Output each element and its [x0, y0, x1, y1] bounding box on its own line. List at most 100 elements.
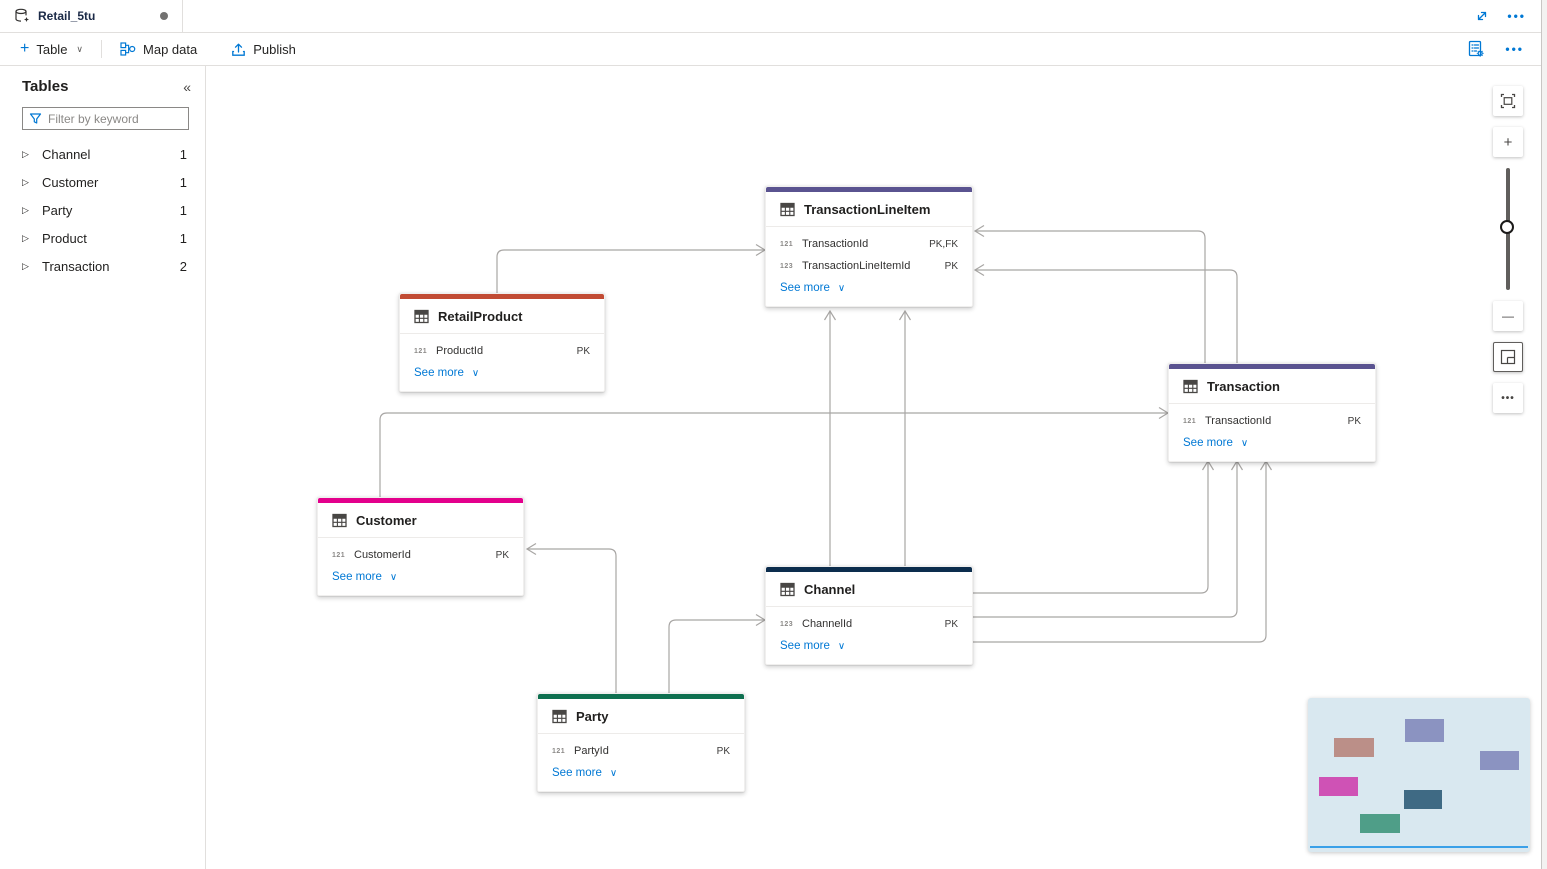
entity-title: Party	[576, 709, 609, 724]
filter-funnel-icon	[29, 113, 42, 124]
connector-channel-to-transaction	[973, 461, 1267, 643]
numeric-type-icon: 123	[780, 262, 794, 270]
entity-title: RetailProduct	[438, 309, 523, 324]
table-name: Channel	[42, 146, 91, 162]
zoom-out-button[interactable]: —	[1493, 301, 1523, 331]
table-count: 1	[179, 202, 187, 218]
arrowhead-icon	[755, 613, 767, 627]
see-more-link[interactable]: See more ∨	[780, 640, 846, 652]
column-row: 121 TransactionId PK	[1169, 410, 1375, 432]
arrowhead-icon	[823, 309, 837, 321]
table-name: Transaction	[42, 258, 110, 274]
minimap-rect-party	[1360, 814, 1400, 833]
expander-chevron-icon[interactable]: ▷	[22, 232, 29, 243]
zoom-slider-thumb[interactable]	[1500, 220, 1514, 234]
entity-body: 121 PartyId PK See more ∨	[538, 734, 744, 791]
publish-label: Publish	[253, 41, 296, 57]
see-more-link[interactable]: See more ∨	[1183, 437, 1249, 449]
column-name: TransactionLineItemId	[802, 260, 911, 272]
entity-color-bar	[766, 187, 972, 192]
key-badge: PK	[1347, 415, 1361, 427]
expander-chevron-icon[interactable]: ▷	[22, 260, 29, 271]
collapse-panel-icon[interactable]: «	[183, 78, 191, 95]
numeric-type-icon: 121	[414, 347, 428, 355]
entity-card-customer[interactable]: Customer 121 CustomerId PK See more ∨	[317, 497, 524, 596]
chevron-down-icon: ∨	[1240, 437, 1249, 449]
tab-retail-model[interactable]: Retail_5tu	[0, 0, 183, 32]
chevron-down-icon: ∨	[389, 571, 398, 583]
column-row: 121 ProductId PK	[400, 340, 604, 362]
connector-party-to-customer	[527, 548, 617, 693]
column-name: CustomerId	[354, 549, 411, 561]
arrowhead-icon	[525, 542, 537, 556]
plus-icon: +	[20, 40, 30, 57]
minimap-toggle-button[interactable]	[1493, 342, 1523, 372]
tables-panel-title: Tables	[22, 78, 69, 95]
entity-color-bar	[400, 294, 604, 299]
arrowhead-icon	[898, 309, 912, 321]
column-row: 121 CustomerId PK	[318, 544, 523, 566]
zoom-slider[interactable]	[1493, 168, 1523, 290]
entity-body: 123 ChannelId PK See more ∨	[766, 607, 972, 664]
filter-input-wrapper	[22, 107, 189, 130]
entity-card-channel[interactable]: Channel 123 ChannelId PK See more ∨	[765, 566, 973, 665]
publish-button[interactable]: Publish	[227, 42, 300, 57]
entity-card-transaction[interactable]: Transaction 121 TransactionId PK See mor…	[1168, 363, 1376, 462]
entity-card-retailproduct[interactable]: RetailProduct 121 ProductId PK See more …	[399, 293, 605, 392]
map-data-button[interactable]: Map data	[116, 41, 201, 57]
unsaved-changes-dot	[160, 12, 168, 20]
tab-more-icon[interactable]: •••	[1507, 9, 1526, 23]
entity-card-transactionlineitem[interactable]: TransactionLineItem 121 TransactionId PK…	[765, 186, 973, 307]
expander-chevron-icon[interactable]: ▷	[22, 176, 29, 187]
zoom-controls: + — •••	[1493, 86, 1523, 424]
entity-header: Customer	[318, 503, 523, 538]
expand-diagonal-icon[interactable]	[1475, 9, 1489, 23]
arrowhead-icon	[755, 243, 767, 257]
filter-input[interactable]	[48, 111, 168, 126]
connector-retailproduct-to-transactionlineitem	[496, 249, 765, 293]
zoom-in-button[interactable]: +	[1493, 127, 1523, 157]
entity-body: 121 CustomerId PK See more ∨	[318, 538, 523, 595]
entity-card-party[interactable]: Party 121 PartyId PK See more ∨	[537, 693, 745, 792]
entity-header: Channel	[766, 572, 972, 607]
database-model-icon	[15, 8, 29, 22]
map-data-label: Map data	[143, 41, 198, 57]
chevron-down-icon: ∨	[837, 640, 846, 652]
see-more-link[interactable]: See more ∨	[552, 767, 618, 779]
minimap[interactable]	[1308, 698, 1530, 852]
connector-party-to-channel	[668, 619, 765, 693]
expander-chevron-icon[interactable]: ▷	[22, 148, 29, 159]
more-icon: •••	[1501, 392, 1515, 404]
entity-header: TransactionLineItem	[766, 192, 972, 227]
table-grid-icon	[332, 513, 347, 528]
see-more-link[interactable]: See more ∨	[332, 571, 398, 583]
key-badge: PK	[944, 260, 958, 272]
see-more-link[interactable]: See more ∨	[414, 367, 480, 379]
properties-panel-icon[interactable]	[1467, 40, 1485, 58]
minimap-viewport-indicator[interactable]	[1310, 846, 1528, 848]
tab-title: Retail_5tu	[38, 9, 96, 23]
entity-body: 121 TransactionId PK See more ∨	[1169, 404, 1375, 461]
entity-body: 121 TransactionId PK,FK 123 TransactionL…	[766, 227, 972, 306]
entity-body: 121 ProductId PK See more ∨	[400, 334, 604, 391]
entity-title: Transaction	[1207, 379, 1280, 394]
see-more-link[interactable]: See more ∨	[780, 282, 846, 294]
chevron-down-icon: ∨	[837, 282, 846, 294]
command-toolbar: + Table ∨ Map data Publish	[0, 33, 1542, 66]
table-grid-icon	[552, 709, 567, 724]
numeric-type-icon: 121	[332, 551, 346, 559]
chevron-down-icon: ∨	[76, 43, 84, 54]
entity-title: Channel	[804, 582, 856, 597]
canvas-more-button[interactable]: •••	[1493, 383, 1523, 413]
toolbar-more-icon[interactable]: •••	[1505, 42, 1524, 56]
connector-transaction-to-transactionlineitem	[975, 230, 1206, 363]
new-table-button[interactable]: + Table ∨	[16, 41, 87, 57]
expander-chevron-icon[interactable]: ▷	[22, 204, 29, 215]
fit-to-screen-button[interactable]	[1493, 86, 1523, 116]
new-table-label: Table	[36, 41, 68, 57]
